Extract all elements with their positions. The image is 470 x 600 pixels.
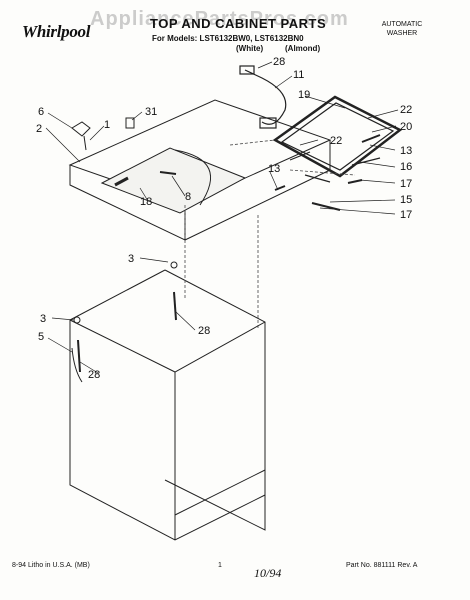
top-panel-assembly: [68, 99, 332, 241]
category-line-1: AUTOMATIC: [381, 21, 423, 28]
callout-28-mid: 28: [198, 325, 210, 337]
leader-lines: [45, 61, 399, 374]
callout-13-left: 13: [268, 163, 280, 175]
callout-28-low: 28: [88, 369, 100, 381]
callout-15: 15: [400, 194, 412, 206]
alignment-lines: [184, 139, 356, 330]
callout-8: 8: [185, 191, 191, 203]
callout-22-inner: 22: [330, 135, 342, 147]
callout-31: 31: [145, 106, 157, 118]
lid-switch-harness: [239, 65, 287, 129]
lid-opening: [100, 147, 247, 214]
handwritten-note: 10/94: [254, 566, 282, 580]
variant-almond-label: (Almond): [285, 44, 321, 53]
callout-17-b: 17: [400, 209, 412, 221]
cabinet-assembly: [69, 261, 266, 541]
callout-11: 11: [293, 69, 304, 81]
callout-3-lower: 3: [40, 313, 46, 325]
callout-5: 5: [38, 331, 44, 343]
watermark: AppliancePartsPros.com: [90, 8, 349, 30]
hinge-part: [71, 121, 91, 137]
callout-19: 19: [298, 89, 310, 101]
callout-20: 20: [400, 121, 412, 133]
callout-22-right: 22: [400, 104, 412, 116]
page-title: TOP AND CABINET PARTS: [150, 16, 327, 31]
callout-6: 6: [38, 106, 44, 118]
callout-17-a: 17: [400, 178, 412, 190]
lid-switch: [259, 117, 277, 129]
callout-2: 2: [36, 123, 42, 135]
lid-assembly: [272, 95, 403, 211]
category-line-2: WASHER: [386, 30, 418, 37]
callout-3-upper: 3: [128, 253, 134, 265]
variant-white-label: (White): [236, 44, 264, 53]
cabinet-body: [69, 320, 266, 541]
part-number: Part No. 881111 Rev. A: [346, 562, 418, 569]
print-code: 8-94 Litho in U.S.A. (MB): [12, 562, 90, 569]
whirlpool-logo: Whirlpool: [22, 22, 91, 41]
callout-18: 18: [140, 196, 152, 208]
callout-1: 1: [104, 119, 110, 131]
callout-16: 16: [400, 161, 412, 173]
product-category: AUTOMATIC WASHER: [372, 20, 432, 38]
lid-frame: [272, 95, 403, 178]
callout-28-top: 28: [273, 56, 285, 68]
page-number: 1: [218, 562, 222, 569]
callout-13-right: 13: [400, 145, 412, 157]
clip-part: [125, 117, 135, 129]
model-list: For Models: LST6132BW0, LST6132BN0: [152, 34, 304, 43]
